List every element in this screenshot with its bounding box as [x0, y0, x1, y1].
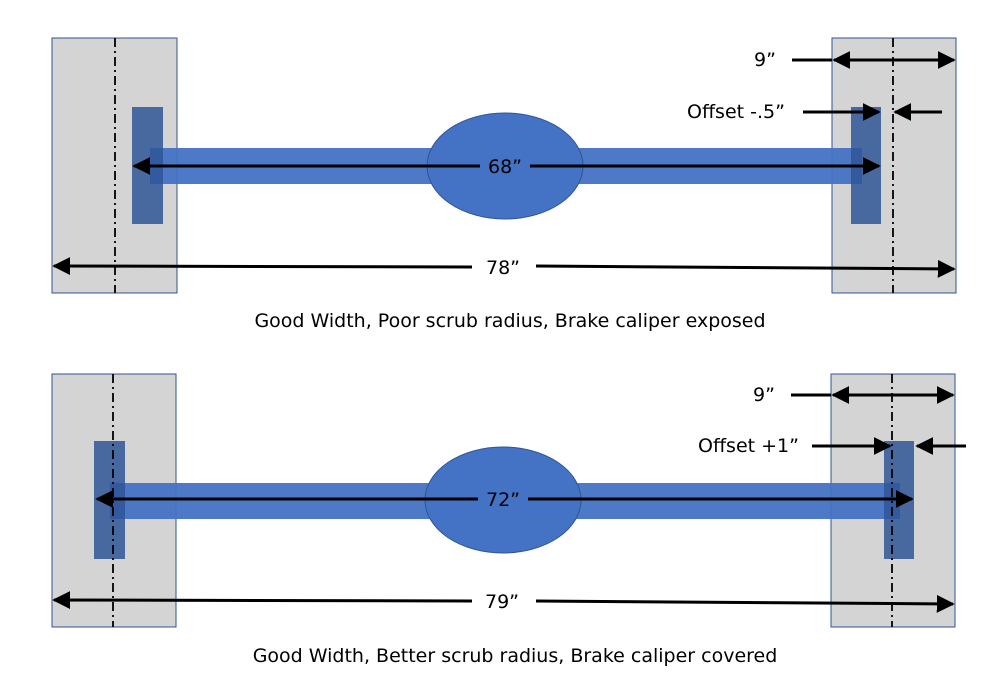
bottom-outer-arrow-left	[52, 591, 473, 610]
top-inner-width-label: 68”	[488, 156, 522, 178]
bottom-outer-width-label: 79”	[485, 591, 519, 613]
bottom-outer-arrow-right	[535, 594, 955, 613]
bottom-inner-width-label: 72”	[486, 489, 520, 511]
bottom-offset-label: Offset +1”	[698, 435, 799, 457]
bottom-diagram: 72” 79” 9” Offset +1” Good Width, Better…	[51, 373, 966, 667]
top-outer-width-label: 78”	[486, 257, 520, 279]
bottom-caption: Good Width, Better scrub radius, Brake c…	[253, 645, 778, 667]
top-outer-arrow-left	[52, 257, 473, 276]
top-diagram: 68” 78” 9” Offset -.5” Good Width, Poor …	[51, 37, 957, 332]
top-tire-width-label: 9”	[754, 49, 776, 71]
bottom-tire-width-label: 9”	[753, 384, 775, 406]
top-caption: Good Width, Poor scrub radius, Brake cal…	[254, 310, 765, 332]
top-outer-arrow-right	[535, 259, 956, 278]
top-offset-label: Offset -.5”	[687, 101, 785, 123]
